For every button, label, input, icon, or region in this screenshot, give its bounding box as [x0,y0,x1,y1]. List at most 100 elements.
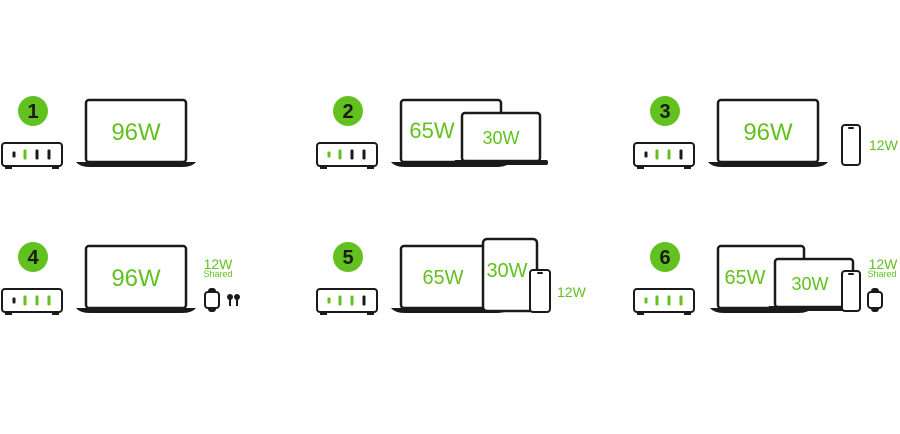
hub-body [316,142,378,167]
step-badge-circle [650,242,680,272]
power-label: 96W [111,265,161,292]
hub-body [316,288,378,313]
hub-port [667,295,671,306]
shared-label: Shared [867,269,896,279]
hub-port [47,149,51,160]
charging-hub [1,288,63,315]
charging-hub [316,142,378,169]
watch-icon [867,288,883,312]
hub-port [679,149,683,160]
laptop-icon: 96W [76,98,196,167]
step-badge-circle [18,96,48,126]
hub-body [1,142,63,167]
power-label: 12W [557,284,587,300]
step-badge-circle [333,242,363,272]
laptop-base [768,306,860,311]
watch-case [204,291,220,309]
watch-icon [204,288,220,312]
phone-notch [537,272,543,274]
earbuds-icon [227,294,240,306]
hub-foot [52,166,59,169]
earbud [227,294,233,300]
charging-hub [633,142,695,169]
laptop-icon: 65W [391,244,511,313]
phone-notch [848,127,854,129]
laptop-icon: 96W [76,244,196,313]
hub-port [350,295,354,306]
step-number: 2 [342,101,353,123]
watch-case [867,291,883,309]
step-badge-circle [18,242,48,272]
laptop-base [76,162,196,167]
step-number: 3 [659,101,670,123]
power-label: 30W [482,128,519,148]
hub-port [47,295,51,306]
hub-body [1,288,63,313]
phone-icon [841,270,861,312]
laptop-base [708,162,828,167]
hub-port [327,297,331,304]
laptop-base [454,160,548,165]
hub-port [338,295,342,306]
hub-port [350,149,354,160]
hub-foot [5,312,12,315]
phone-body [841,124,861,166]
hub-port [35,149,39,160]
scenario-5: 5 65W 30W 12W [316,237,587,315]
hub-port [667,149,671,160]
step-badge: 1 [18,96,48,126]
step-badge-circle [333,96,363,126]
phone-icon [841,124,861,166]
hub-port [644,297,648,304]
laptop-icon: 30W [768,257,860,311]
earbud-stem [236,298,238,306]
hub-port [362,295,366,306]
hub-port [655,295,659,306]
power-label: 30W [791,274,828,294]
phone-body [841,270,861,312]
laptop-icon: 96W [708,98,828,167]
step-number: 6 [659,247,670,269]
hub-foot [52,312,59,315]
hub-foot [5,166,12,169]
laptop-icon: 30W [454,111,548,165]
hub-port [23,295,27,306]
step-number: 4 [27,247,39,269]
hub-foot [684,312,691,315]
hub-port [12,151,16,158]
power-label: 96W [111,119,161,146]
hub-foot [367,166,374,169]
power-label: 12W [204,256,234,272]
step-badge: 6 [650,242,680,272]
hub-foot [684,166,691,169]
hub-port [644,151,648,158]
charging-hub [316,288,378,315]
scenario-1: 1 96W [1,96,196,169]
earbud [234,294,240,300]
charging-hub [633,288,695,315]
hub-foot [637,312,644,315]
hub-port [327,151,331,158]
power-label: 30W [486,260,527,282]
step-badge: 4 [18,242,48,272]
hub-port [362,149,366,160]
phone-body [529,269,551,313]
hub-body [633,142,695,167]
tablet-icon: 30W [481,237,539,313]
hub-port [338,149,342,160]
laptop-base [391,308,511,313]
step-number: 1 [27,101,38,123]
step-number: 5 [342,247,353,269]
step-badge: 2 [333,96,363,126]
power-label: 65W [422,267,463,289]
power-label: 96W [743,119,793,146]
laptop-base [76,308,196,313]
power-label: 65W [724,267,765,289]
step-badge-circle [650,96,680,126]
